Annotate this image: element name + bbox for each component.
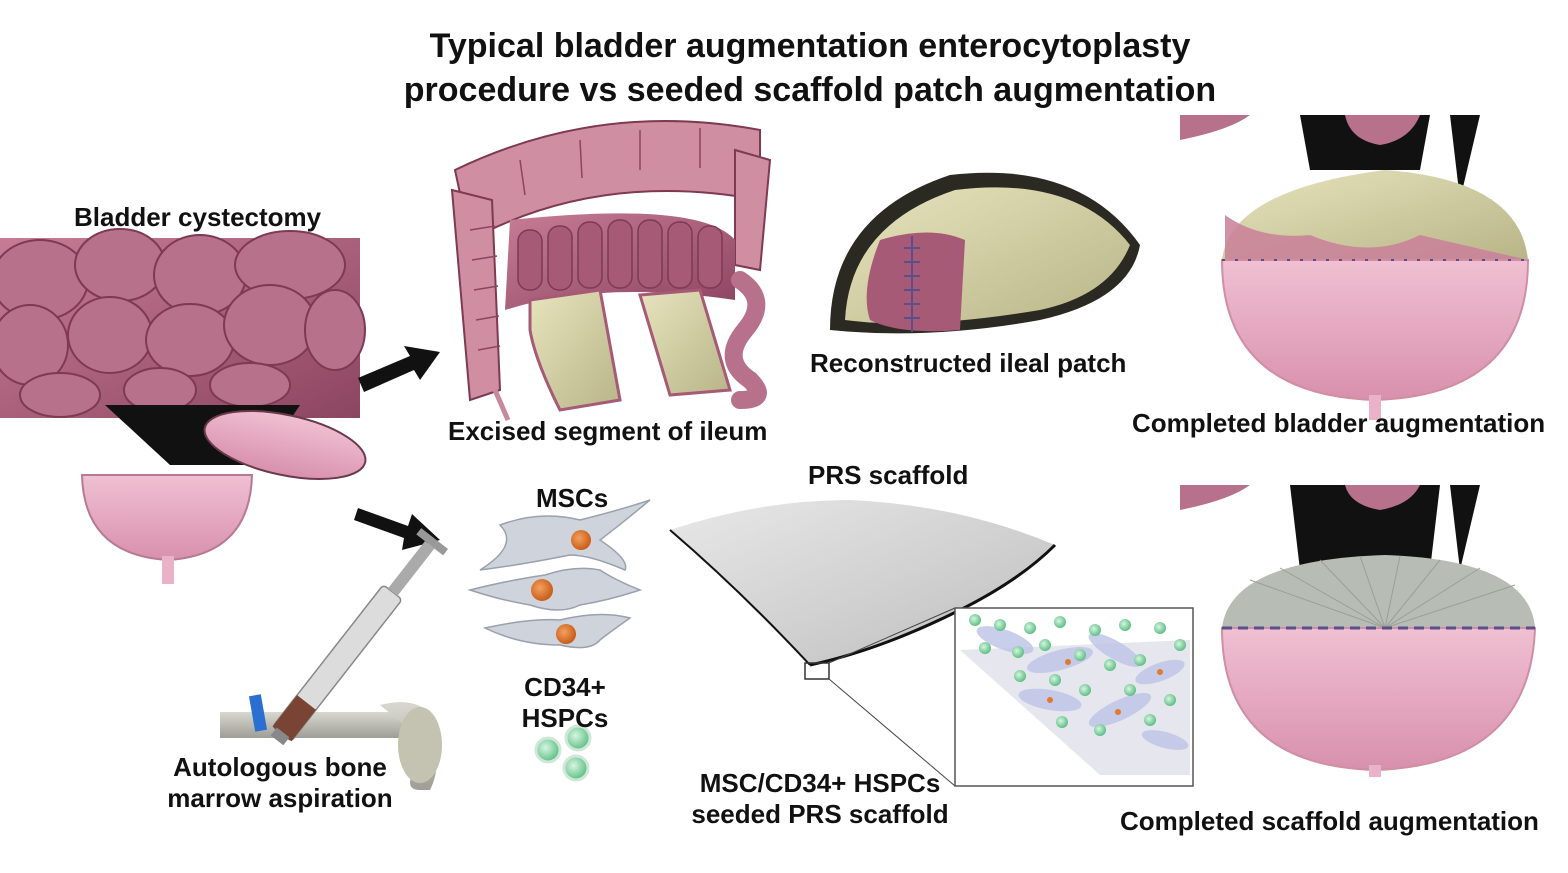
label-seeded-line-1: MSC/CD34+ HSPCs [699, 768, 941, 798]
label-excised-segment: Excised segment of ileum [448, 416, 768, 446]
label-bone-marrow-line-1: Autologous bone [173, 752, 387, 782]
label-completed-scaffold: Completed scaffold augmentation [1120, 806, 1539, 836]
reconstructed-patch-illustration [830, 172, 1140, 334]
seeded-scaffold-inset [954, 607, 1194, 787]
figure-title-line-2: procedure vs seeded scaffold patch augme… [403, 71, 1217, 110]
label-reconstructed-patch: Reconstructed ileal patch [810, 348, 1127, 378]
hspc-cells [534, 724, 592, 782]
msc-cells [467, 499, 651, 649]
label-prs-scaffold: PRS scaffold [808, 460, 969, 490]
figure-title: Typical bladder augmentation enterocytop… [0, 24, 1568, 112]
label-seeded-scaffold: MSC/CD34+ HSPCs seeded PRS scaffold [675, 768, 965, 829]
label-cd34-line-1: CD34+ [524, 672, 606, 702]
bone-marrow-aspiration-illustration [220, 528, 449, 790]
bladder-cystectomy-illustration [0, 228, 367, 584]
label-bladder-cystectomy: Bladder cystectomy [74, 202, 322, 232]
label-cd34-line-2: HSPCs [521, 702, 609, 733]
label-completed-bladder: Completed bladder augmentation [1132, 408, 1546, 438]
arrow-to-cells [354, 508, 440, 550]
label-cd34-hspcs: CD34+ HSPCs [500, 672, 630, 733]
arrow-to-ileum [358, 346, 440, 392]
figure-title-line-1: Typical bladder augmentation enterocytop… [429, 27, 1191, 65]
label-bone-marrow-line-2: marrow aspiration [167, 782, 393, 813]
excised-ileum-illustration [450, 120, 772, 421]
completed-scaffold-illustration [1180, 485, 1537, 777]
completed-bladder-illustration [1180, 115, 1530, 420]
label-bone-marrow: Autologous bone marrow aspiration [150, 752, 410, 813]
label-seeded-line-2: seeded PRS scaffold [691, 798, 949, 829]
label-mscs: MSCs [536, 483, 609, 513]
